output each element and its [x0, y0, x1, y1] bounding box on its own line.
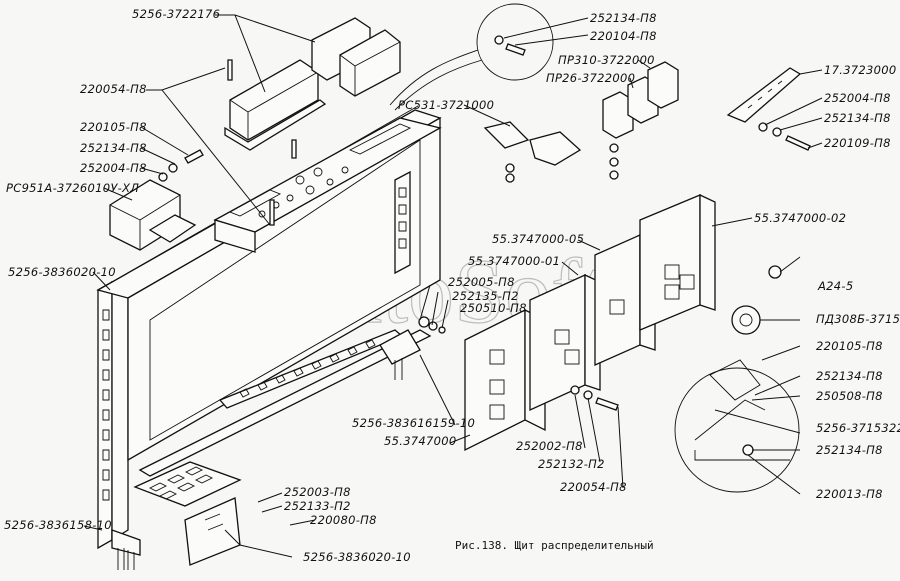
- label-220105-left: 220105-П8: [80, 120, 147, 134]
- label-220054-top: 220054-П8: [80, 82, 147, 96]
- label-252134-circle-1: 252134-П8: [816, 369, 883, 383]
- distribution-panel-frame: [96, 105, 442, 570]
- label-17-3723000: 17.3723000: [824, 63, 897, 77]
- label-pd308b: ПД308Б-3715300: [816, 312, 900, 326]
- switch-rc531: [483, 121, 582, 183]
- label-5256-3836020-left: 5256-3836020-10: [8, 265, 116, 279]
- label-55-3747000: 55.3747000: [384, 434, 457, 448]
- label-5256-3836020-bottom: 5256-3836020-10: [303, 550, 411, 564]
- callout-labels: 5256-3722176 220054-П8 220105-П8 252134-…: [4, 7, 900, 564]
- label-250510: 250510-П8: [460, 301, 527, 315]
- label-220054-bottom: 220054-П8: [560, 480, 627, 494]
- label-252004-left: 252004-П8: [80, 161, 147, 175]
- label-5256-3715322: 5256-3715322: [816, 421, 900, 435]
- label-rc951a: РС951А-3726010У-ХЛ: [6, 181, 139, 195]
- label-252134-right: 252134-П8: [824, 111, 891, 125]
- relay-5256-3722176: [224, 17, 401, 151]
- label-5256-383616159: 5256-383616159-10: [352, 416, 475, 430]
- label-252133: 252133-П2: [284, 499, 351, 513]
- label-252004-right: 252004-П8: [824, 91, 891, 105]
- label-250508: 250508-П8: [816, 389, 883, 403]
- label-220105-right: 220105-П8: [816, 339, 883, 353]
- label-220104: 220104-П8: [590, 29, 657, 43]
- label-252003: 252003-П8: [284, 485, 351, 499]
- label-220080: 220080-П8: [310, 513, 377, 527]
- figure-caption: Рис.138. Щит распределительный: [455, 539, 654, 552]
- label-pr26: ПР26-3722000: [546, 71, 635, 85]
- lamp-holder-detail: [674, 265, 800, 493]
- label-220109: 220109-П8: [824, 136, 891, 150]
- label-252005: 252005-П8: [448, 275, 515, 289]
- label-55-3747000-01: 55.3747000-01: [468, 254, 560, 268]
- label-a24-5: А24-5: [817, 279, 853, 293]
- detail-circle-top: [389, 3, 554, 111]
- label-5256-3836158: 5256-3836158-10: [4, 518, 112, 532]
- fasteners-left: [158, 59, 297, 226]
- label-252135: 252135-П2: [452, 289, 519, 303]
- label-252134-left: 252134-П8: [80, 141, 147, 155]
- label-252132: 252132-П2: [538, 457, 605, 471]
- label-220013: 220013-П8: [816, 487, 883, 501]
- relay-rc951a: [109, 179, 197, 251]
- label-rc531: РС531-3721000: [398, 98, 494, 112]
- relay-blocks-55-3747000: [418, 193, 716, 452]
- terminal-block-17-3723000: [726, 67, 811, 151]
- label-252134-circle-2: 252134-П8: [816, 443, 883, 457]
- label-55-3747000-05: 55.3747000-05: [492, 232, 584, 246]
- fuse-holders: [602, 61, 679, 180]
- label-252134-top: 252134-П8: [590, 11, 657, 25]
- leader-lines: [83, 14, 823, 558]
- label-pr310: ПР310-3722000: [558, 53, 655, 67]
- label-55-3747000-02: 55.3747000-02: [754, 211, 846, 225]
- label-5256-3722176: 5256-3722176: [132, 7, 220, 21]
- label-252002: 252002-П8: [516, 439, 583, 453]
